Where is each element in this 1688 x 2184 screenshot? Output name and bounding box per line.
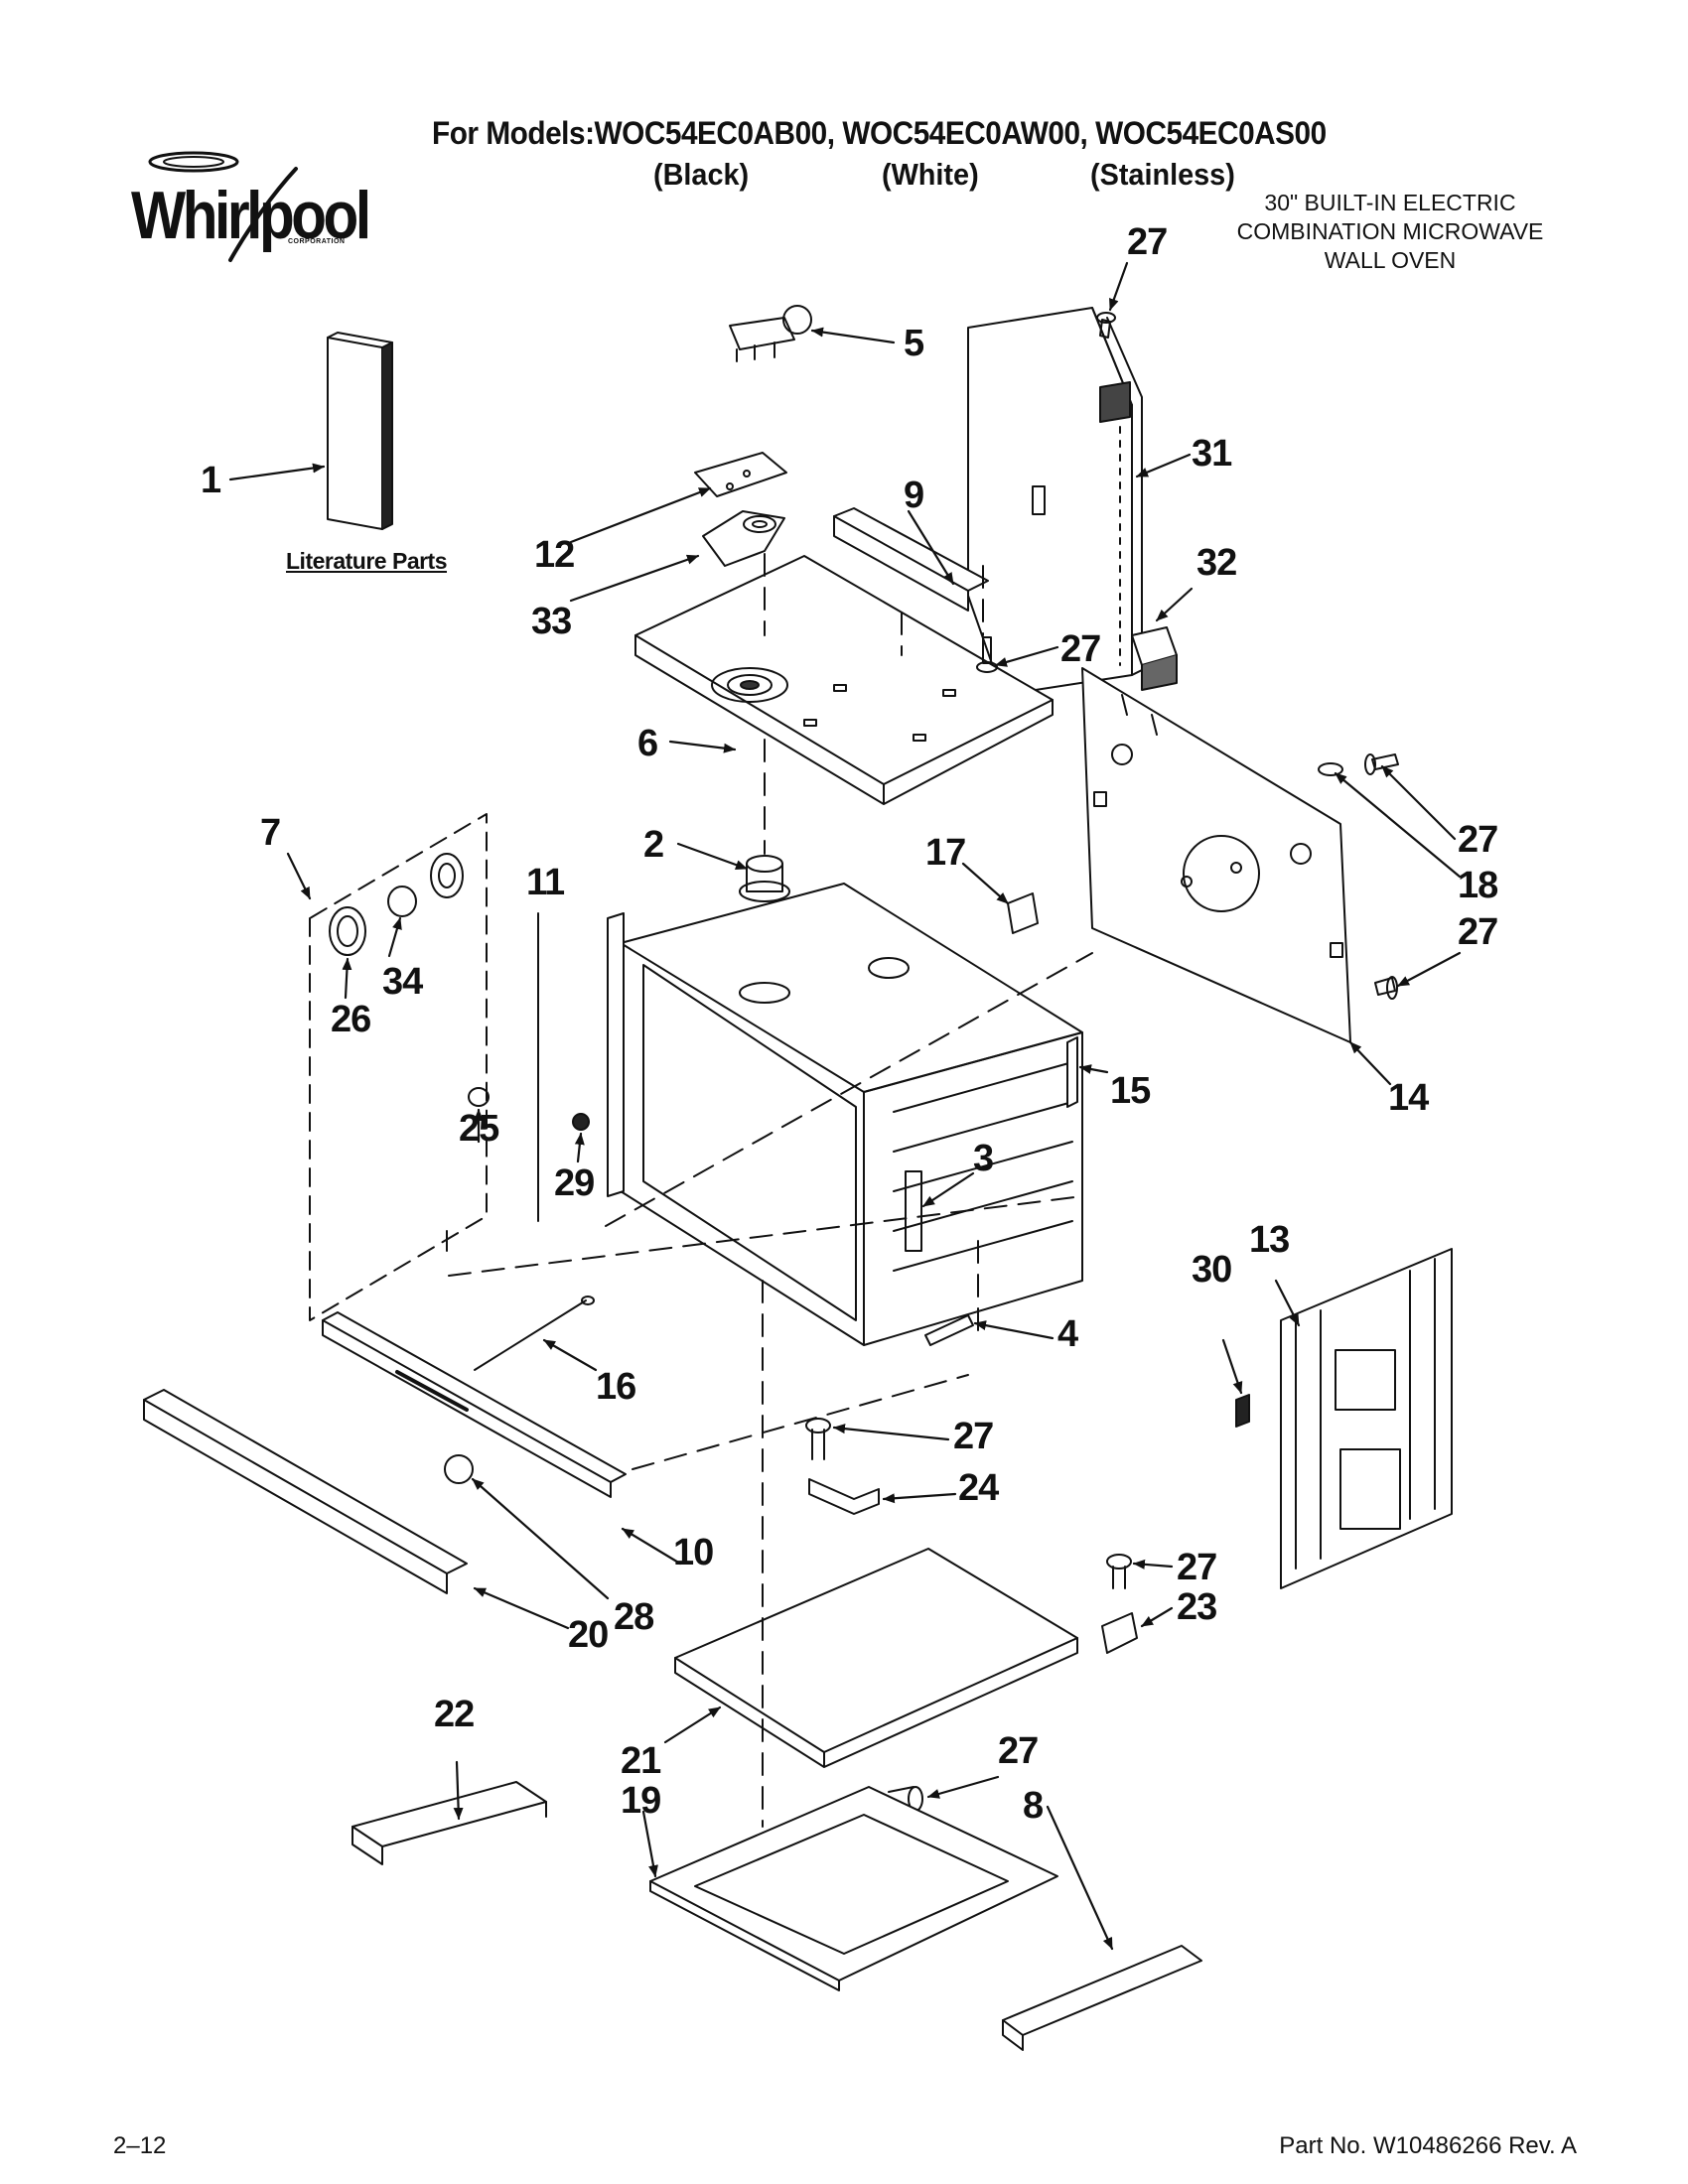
part-24-bracket: [808, 1478, 880, 1515]
callout-17: 17: [925, 832, 966, 874]
callout-26: 26: [331, 999, 371, 1040]
part-22-bracket: [352, 1781, 547, 1865]
callout-28: 28: [614, 1596, 654, 1638]
callout-18: 18: [1458, 865, 1498, 906]
screw-27-top: [1096, 312, 1116, 339]
part-18-clip: [1318, 762, 1343, 776]
callout-29: 29: [554, 1162, 595, 1204]
callout-27-right-b: 27: [1458, 911, 1498, 953]
callout-32: 32: [1196, 542, 1237, 584]
screw-27-mid: [976, 636, 998, 673]
callout-4: 4: [1057, 1313, 1078, 1355]
logo-swoosh: [148, 151, 298, 262]
callout-10: 10: [673, 1532, 714, 1573]
part-7-lens: [430, 853, 464, 898]
product-description-line-3: WALL OVEN: [1324, 247, 1457, 273]
variant-black: (Black): [653, 157, 750, 192]
callout-33: 33: [531, 601, 572, 642]
product-description-line-1: 30" BUILT-IN ELECTRIC: [1264, 190, 1516, 215]
part-15-hinge: [1066, 1036, 1078, 1108]
callout-7: 7: [260, 812, 281, 854]
callout-2: 2: [643, 824, 664, 866]
page-number: 2–12: [113, 2132, 167, 2159]
callout-11: 11: [526, 862, 565, 903]
part-5-switch: [729, 305, 812, 362]
part-4-sensor: [924, 1314, 974, 1346]
callout-27-center: 27: [953, 1416, 994, 1457]
callout-27-top: 27: [1127, 221, 1168, 263]
part-29-plug: [572, 1113, 590, 1131]
part-17-bracket: [1007, 892, 1039, 934]
part-literature: [327, 332, 393, 530]
leader-arrows: [228, 261, 1462, 1951]
callout-27-lower-right: 27: [1177, 1547, 1217, 1588]
callout-22: 22: [434, 1694, 475, 1735]
part-10-rail: [322, 1311, 627, 1498]
callout-27-mid: 27: [1060, 628, 1101, 670]
callout-1: 1: [201, 460, 221, 501]
screw-27-right-lower: [1374, 976, 1398, 1000]
callout-20: 20: [568, 1614, 609, 1656]
part-13-panel: [1280, 1248, 1453, 1589]
part-19-floor: [649, 1786, 1058, 1991]
product-description-line-2: COMBINATION MICROWAVE: [1236, 218, 1544, 244]
document-part-number: Part No. W10486266 Rev. A: [1279, 2132, 1577, 2159]
callout-14: 14: [1388, 1077, 1429, 1119]
part-6-top-plate: [634, 555, 1054, 805]
part-34-bulb: [387, 886, 417, 917]
callout-16: 16: [596, 1366, 636, 1408]
callout-5: 5: [904, 323, 924, 364]
part-7-kit-outline: [309, 813, 488, 1321]
models-title: For Models:WOC54EC0AB00, WOC54EC0AW00, W…: [432, 115, 1327, 151]
callout-12: 12: [534, 534, 575, 576]
callout-34: 34: [382, 961, 423, 1003]
oven-frame-left: [607, 912, 625, 1197]
callout-15: 15: [1110, 1070, 1151, 1112]
screw-27-center: [805, 1418, 831, 1460]
screw-27-right-upper: [1364, 753, 1399, 775]
callout-23: 23: [1177, 1586, 1217, 1628]
callout-21: 21: [621, 1740, 661, 1782]
part-25-plug: [468, 1087, 490, 1107]
oven-cavity: [620, 883, 1083, 1346]
part-30-clip: [1235, 1394, 1250, 1428]
callout-13: 13: [1249, 1219, 1290, 1261]
part-21-bottom-plate: [674, 1548, 1078, 1768]
literature-parts-label: Literature Parts: [286, 548, 448, 574]
logo-wordmark: Whirlpool: [131, 178, 371, 253]
part-20-rail: [143, 1389, 468, 1594]
part-32-box: [1131, 626, 1178, 691]
callout-19: 19: [621, 1780, 661, 1822]
screw-27-lower-right: [1106, 1554, 1132, 1589]
part-8-bracket: [1002, 1945, 1202, 2051]
logo-subtext: CORPORATION: [288, 238, 346, 245]
part-16-probe: [474, 1296, 595, 1371]
variant-stainless: (Stainless): [1090, 157, 1235, 192]
part-9-channel: [833, 507, 989, 612]
callout-30: 30: [1192, 1249, 1232, 1291]
part-14-back-panel: [1081, 667, 1351, 1043]
variant-white: (White): [882, 157, 979, 192]
part-23-bracket: [1101, 1612, 1138, 1654]
callout-24: 24: [958, 1467, 999, 1509]
alignment-lines: [446, 553, 1093, 1828]
callout-8: 8: [1023, 1785, 1044, 1827]
part-2-motor: [739, 855, 790, 902]
callout-25: 25: [459, 1108, 499, 1150]
part-31-panel: [967, 307, 1143, 696]
callout-6: 6: [637, 723, 658, 764]
callout-27-right-a: 27: [1458, 819, 1498, 861]
callout-31: 31: [1192, 433, 1232, 475]
callout-3: 3: [973, 1138, 994, 1179]
part-28-knob: [444, 1454, 474, 1484]
part-26-socket: [329, 906, 366, 956]
part-33-bracket: [702, 510, 785, 567]
callout-27-lower-middle: 27: [998, 1730, 1039, 1772]
whirlpool-logo: Whirlpool CORPORATION: [117, 149, 385, 268]
callout-9: 9: [904, 475, 924, 516]
